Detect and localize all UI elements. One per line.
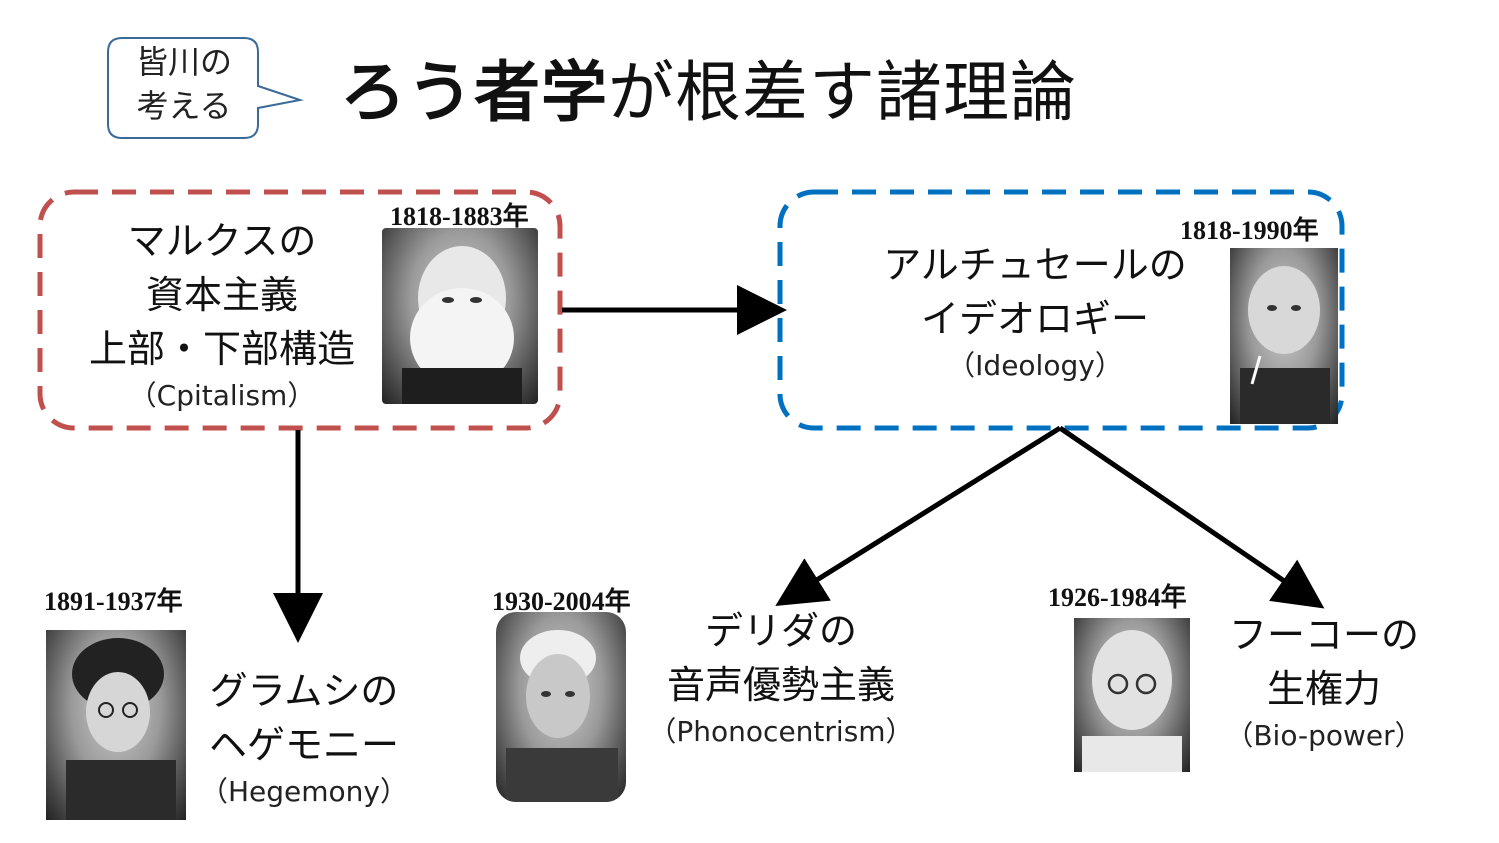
callout-text: 皆川の 考える [118,40,250,128]
foucault-line1: フーコーの [1228,613,1419,657]
althusser-years: 1818-1990年 [1180,216,1319,245]
derrida-line1: デリダの [704,609,857,653]
marx-line1: マルクスの [127,219,317,263]
foucault-en: （Bio-power） [1225,719,1423,752]
althusser-portrait-icon [1230,248,1338,424]
gramsci-years: 1891-1937年 [44,587,183,616]
foucault-label: フーコーの 生権力 （Bio-power） [1204,608,1444,756]
title-rest: が根差す諸理論 [608,54,1077,131]
marx-line3: 上部・下部構造 [88,327,355,371]
foucault-years: 1926-1984年 [1048,583,1187,612]
althusser-label: アルチュセールの イデオロギー （Ideology） [840,238,1230,386]
arrow-althusser-derrida [775,425,1062,606]
gramsci-line1: グラムシの [209,669,399,713]
arrow-althusser-foucault [1058,425,1325,609]
foucault-portrait-icon [1074,618,1190,772]
derrida-en: （Phonocentrism） [648,715,914,748]
marx-line2: 資本主義 [145,273,298,317]
foucault-line2: 生権力 [1266,667,1381,711]
gramsci-en: （Hegemony） [199,775,408,808]
marx-box [37,189,563,431]
derrida-line2: 音声優勢主義 [666,663,895,707]
marx-label: マルクスの 資本主義 上部・下部構造 （Cpitalism） [62,214,382,416]
marx-years: 1818-1883年 [390,202,529,231]
derrida-portrait-icon [496,612,626,802]
marx-en: （Cpitalism） [128,379,316,412]
althusser-line2: イデオロギー [920,297,1149,341]
althusser-box [777,189,1345,431]
marx-portrait-icon [382,228,538,404]
gramsci-line2: ヘゲモニー [208,723,399,767]
title-bold: ろう者学 [340,54,608,131]
page-title: ろう者学が根差す諸理論 [340,48,1077,138]
gramsci-label: グラムシの ヘゲモニー （Hegemony） [184,664,424,812]
callout-line1: 皆川の [135,43,232,81]
derrida-years: 1930-2004年 [492,587,631,616]
callout-bubble [107,37,304,139]
althusser-line1: アルチュセールの [883,243,1187,287]
callout-line2: 考える [136,87,232,125]
derrida-label: デリダの 音声優勢主義 （Phonocentrism） [636,604,926,752]
althusser-en: （Ideology） [947,349,1123,382]
gramsci-portrait-icon [46,630,186,820]
